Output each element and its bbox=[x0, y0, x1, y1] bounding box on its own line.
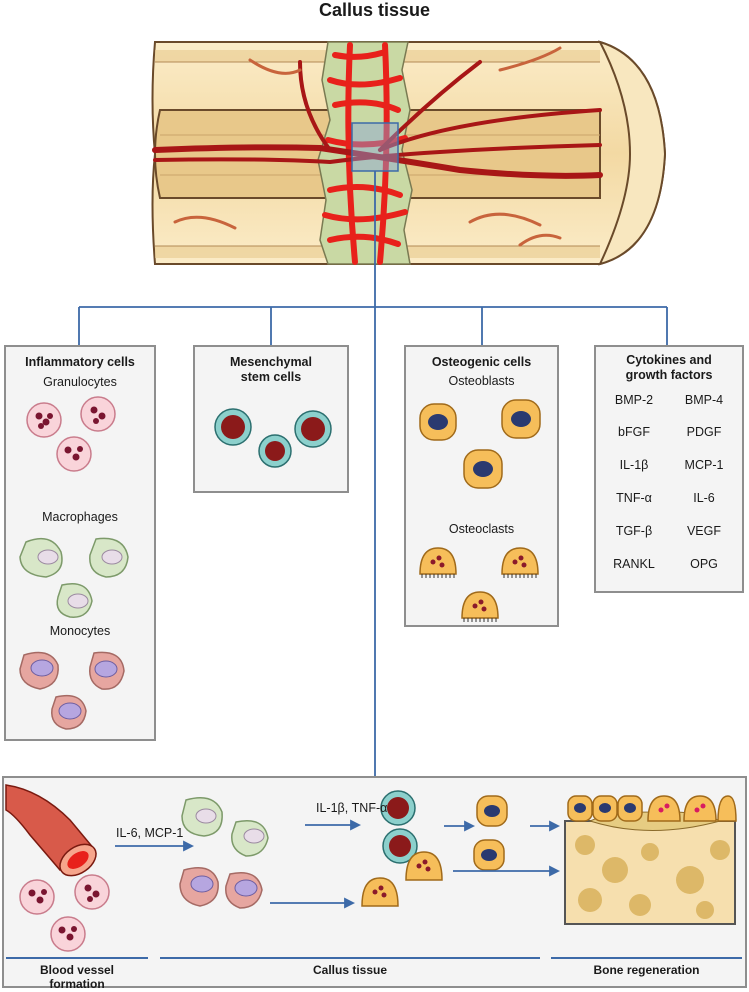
mesenchymal-title-line1: Mesenchymal bbox=[230, 355, 312, 369]
cytokines-title-line1: Cytokines and bbox=[626, 353, 712, 367]
osteoclasts-illustration bbox=[419, 547, 539, 622]
macrophages-label: Macrophages bbox=[42, 510, 118, 524]
cytokine-item: MCP-1 bbox=[684, 458, 724, 472]
page-title: Callus tissue bbox=[318, 0, 431, 20]
osteoclast-cells bbox=[361, 851, 443, 907]
osteoblasts-label: Osteoblasts bbox=[448, 374, 515, 388]
blood-vessel-icon bbox=[5, 784, 97, 877]
osteoblasts-illustration bbox=[419, 399, 541, 489]
granulocyte-cells bbox=[19, 874, 110, 952]
macrophage-cells bbox=[181, 797, 269, 857]
cytokine-item: VEGF bbox=[686, 524, 722, 538]
cytokine-item: PDGF bbox=[686, 425, 722, 439]
arrow-label-il1b-tnfa: IL-1β, TNF-α bbox=[316, 801, 388, 815]
cytokine-item: IL-1β bbox=[619, 458, 649, 472]
arrow-label-il6-mcp1: IL-6, MCP-1 bbox=[116, 826, 184, 840]
process-arrows bbox=[115, 819, 561, 909]
cytokine-item: TNF-α bbox=[616, 491, 652, 505]
cytokine-item: TGF-β bbox=[615, 524, 653, 538]
cytokines-box: Cytokines and growth factors BMP-2 BMP-4… bbox=[594, 345, 744, 593]
stage-label-blood-vessel-line1: Blood vessel bbox=[39, 963, 115, 977]
cytokine-item: OPG bbox=[690, 557, 718, 571]
monocytes-illustration bbox=[19, 651, 125, 730]
inflammatory-cells-box: Inflammatory cells Granulocytes Macropha… bbox=[4, 345, 156, 741]
mesenchymal-cells-illustration bbox=[214, 408, 332, 468]
stage-label-blood-vessel-line2: formation bbox=[49, 977, 105, 991]
cytokine-item: bFGF bbox=[618, 425, 650, 439]
stage-label-callus-tissue: Callus tissue bbox=[312, 963, 388, 977]
stage-label-bone-regeneration: Bone regeneration bbox=[593, 963, 700, 977]
osteogenic-cells-title: Osteogenic cells bbox=[431, 355, 532, 369]
bone-regeneration-block bbox=[564, 795, 737, 925]
mesenchymal-title-line2: stem cells bbox=[240, 370, 302, 384]
osteogenic-cells-box: Osteogenic cells Osteoblasts Osteoclasts bbox=[404, 345, 559, 627]
granulocytes-label: Granulocytes bbox=[43, 375, 117, 389]
cytokine-item: BMP-4 bbox=[684, 393, 724, 407]
osteoclasts-label: Osteoclasts bbox=[448, 522, 515, 536]
cytokines-title-line2: growth factors bbox=[625, 368, 713, 382]
mesenchymal-stem-cells-box: Mesenchymal stem cells bbox=[193, 345, 349, 493]
monocytes-label: Monocytes bbox=[49, 624, 111, 638]
cytokine-item: IL-6 bbox=[693, 491, 715, 505]
cytokine-item: RANKL bbox=[613, 557, 655, 571]
inflammatory-cells-title: Inflammatory cells bbox=[25, 355, 135, 369]
cytokine-item: BMP-2 bbox=[614, 393, 654, 407]
granulocytes-illustration bbox=[26, 396, 116, 472]
macrophages-illustration bbox=[19, 537, 129, 618]
